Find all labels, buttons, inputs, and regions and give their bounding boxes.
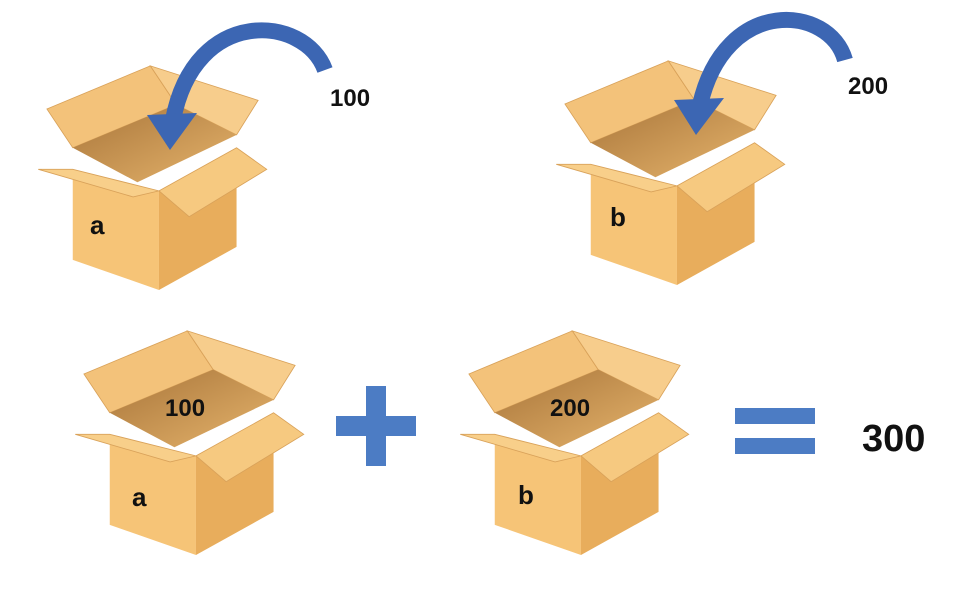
box-a-content: 100	[165, 395, 206, 422]
value-100-label: 100	[330, 85, 371, 112]
box-a-label: a	[132, 482, 147, 512]
box-icon	[74, 330, 305, 556]
box-b-label: b	[610, 202, 626, 232]
box-icon	[459, 330, 690, 556]
equals-icon	[735, 408, 815, 454]
result-value: 300	[862, 418, 926, 460]
curved-arrow-icon	[147, 22, 333, 150]
box-b-bottom	[442, 305, 707, 595]
plus-icon	[336, 386, 416, 466]
value-200-label: 200	[848, 73, 889, 100]
box-b-label: b	[518, 480, 534, 510]
curved-arrow-icon	[674, 12, 853, 135]
box-b-content: 200	[550, 395, 591, 422]
box-a-label: a	[90, 210, 105, 240]
box-a-bottom	[57, 305, 322, 595]
